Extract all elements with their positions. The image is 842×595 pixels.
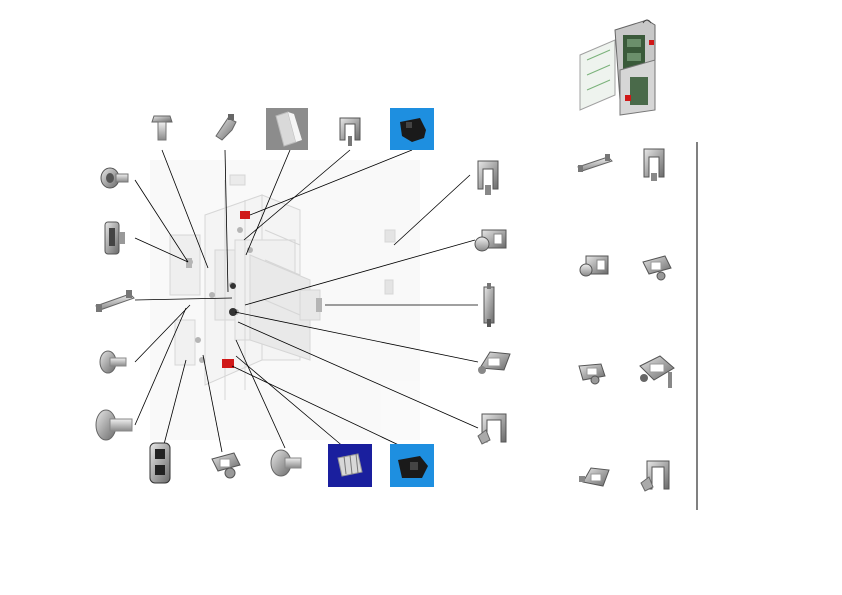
cable-clamp-icon [474,229,507,252]
central-assembly [150,160,420,440]
cable-clamp-icon [579,255,609,277]
retainer-clip-icon [578,363,606,385]
standoff-photo [266,108,308,150]
retainer-clip-icon [642,255,672,281]
retainer-clip-icon [211,452,241,479]
long-pin-icon [95,409,133,441]
connector-photo-blue [390,444,434,487]
red-connector-upper [240,211,250,219]
dark-clip-icon [149,442,171,484]
red-markers [222,211,250,368]
rail-clip-icon [577,154,613,172]
frame-clip-icon [477,413,507,445]
callout-lines [134,149,479,453]
chassis-overview-icon [575,15,675,125]
edge-clip-icon [104,221,125,255]
bracket-clip-icon [643,148,665,181]
connector-photo-blue [390,108,434,150]
red-connector-lower [222,359,234,368]
hex-bolt-icon [151,115,173,141]
short-pin-icon [99,350,127,374]
spring-clip-icon [215,114,237,141]
screw-washer-icon [100,167,129,189]
header-photo-navy [328,444,372,487]
bracket-clip-icon [339,117,361,146]
frame-clip-icon [640,460,670,492]
tall-clip-icon [483,283,495,327]
legend-grid [577,148,675,492]
latch-clip-icon [579,467,610,487]
rail-clip-icon [95,290,135,312]
latch-clip-icon [639,355,675,388]
pin-icon [270,449,302,477]
latch-clip-icon [478,351,511,374]
bracket-clip-icon [477,160,499,195]
